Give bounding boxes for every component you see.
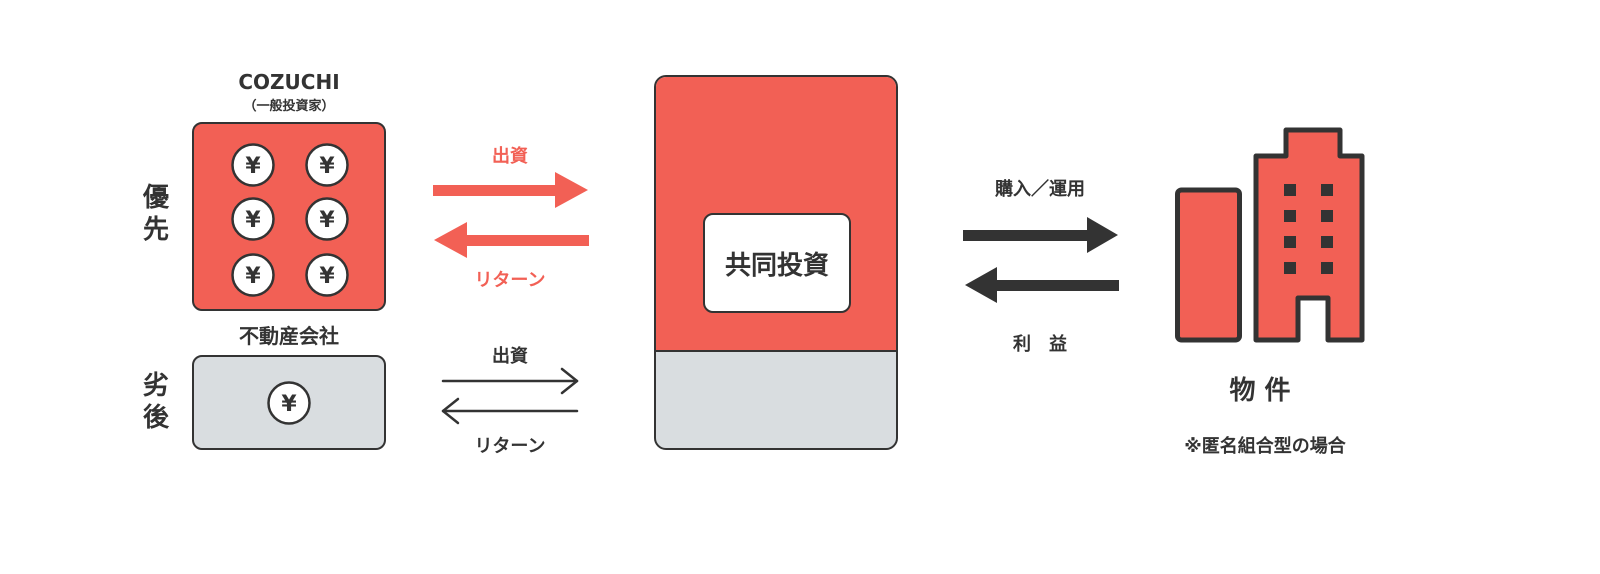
senior-return-label: リターン xyxy=(474,270,546,291)
purchase-label: 購入／運用 xyxy=(995,179,1085,200)
investor-subtitle: （一般投資家） xyxy=(243,99,335,114)
arrow-right-icon xyxy=(433,172,588,208)
property-note: ※匿名組合型の場合 xyxy=(1184,436,1346,457)
junior-label-char: 劣 xyxy=(142,371,169,401)
senior-invest-label: 出資 xyxy=(492,146,528,167)
coin-symbol: ¥ xyxy=(245,208,261,233)
yen-coin-icon: ¥ xyxy=(230,252,276,302)
yen-coin-icon: ¥ xyxy=(230,196,276,246)
junior-investment-box: ¥ xyxy=(192,355,386,450)
coin-symbol: ¥ xyxy=(245,154,261,179)
junior-return-label: リターン xyxy=(474,436,546,457)
arrow-left-icon xyxy=(441,397,579,425)
arrow-left-icon xyxy=(434,222,589,258)
senior-label-char: 優 xyxy=(142,183,169,213)
senior-label: 優 先 xyxy=(140,182,172,246)
joint-investment-block: 共同投資 xyxy=(654,75,898,450)
investor-name: COZUCHI xyxy=(238,70,340,94)
senior-label-char: 先 xyxy=(142,215,169,245)
arrow-left-icon xyxy=(965,267,1119,303)
junior-invest-label: 出資 xyxy=(492,346,528,367)
junior-label-char: 後 xyxy=(142,403,169,433)
senior-investment-box: ¥ ¥ ¥ ¥ ¥ ¥ xyxy=(192,122,386,311)
property-label: 物 件 xyxy=(1229,376,1291,406)
coin-symbol: ¥ xyxy=(245,264,261,289)
building-icon xyxy=(1175,127,1365,343)
yen-coin-icon: ¥ xyxy=(304,252,350,302)
junior-label: 劣 後 xyxy=(140,370,172,434)
arrow-right-icon xyxy=(441,367,579,395)
yen-coin-icon: ¥ xyxy=(304,196,350,246)
joint-investment-label: 共同投資 xyxy=(703,213,851,313)
yen-coin-icon: ¥ xyxy=(230,142,276,192)
coin-symbol: ¥ xyxy=(319,208,335,233)
realestate-company-name: 不動産会社 xyxy=(239,324,339,348)
yen-coin-icon: ¥ xyxy=(266,380,312,430)
yen-coin-icon: ¥ xyxy=(304,142,350,192)
coin-symbol: ¥ xyxy=(319,154,335,179)
coin-symbol: ¥ xyxy=(281,392,297,417)
coin-symbol: ¥ xyxy=(319,264,335,289)
profit-label: 利 益 xyxy=(1013,334,1067,355)
arrow-right-icon xyxy=(963,217,1118,253)
